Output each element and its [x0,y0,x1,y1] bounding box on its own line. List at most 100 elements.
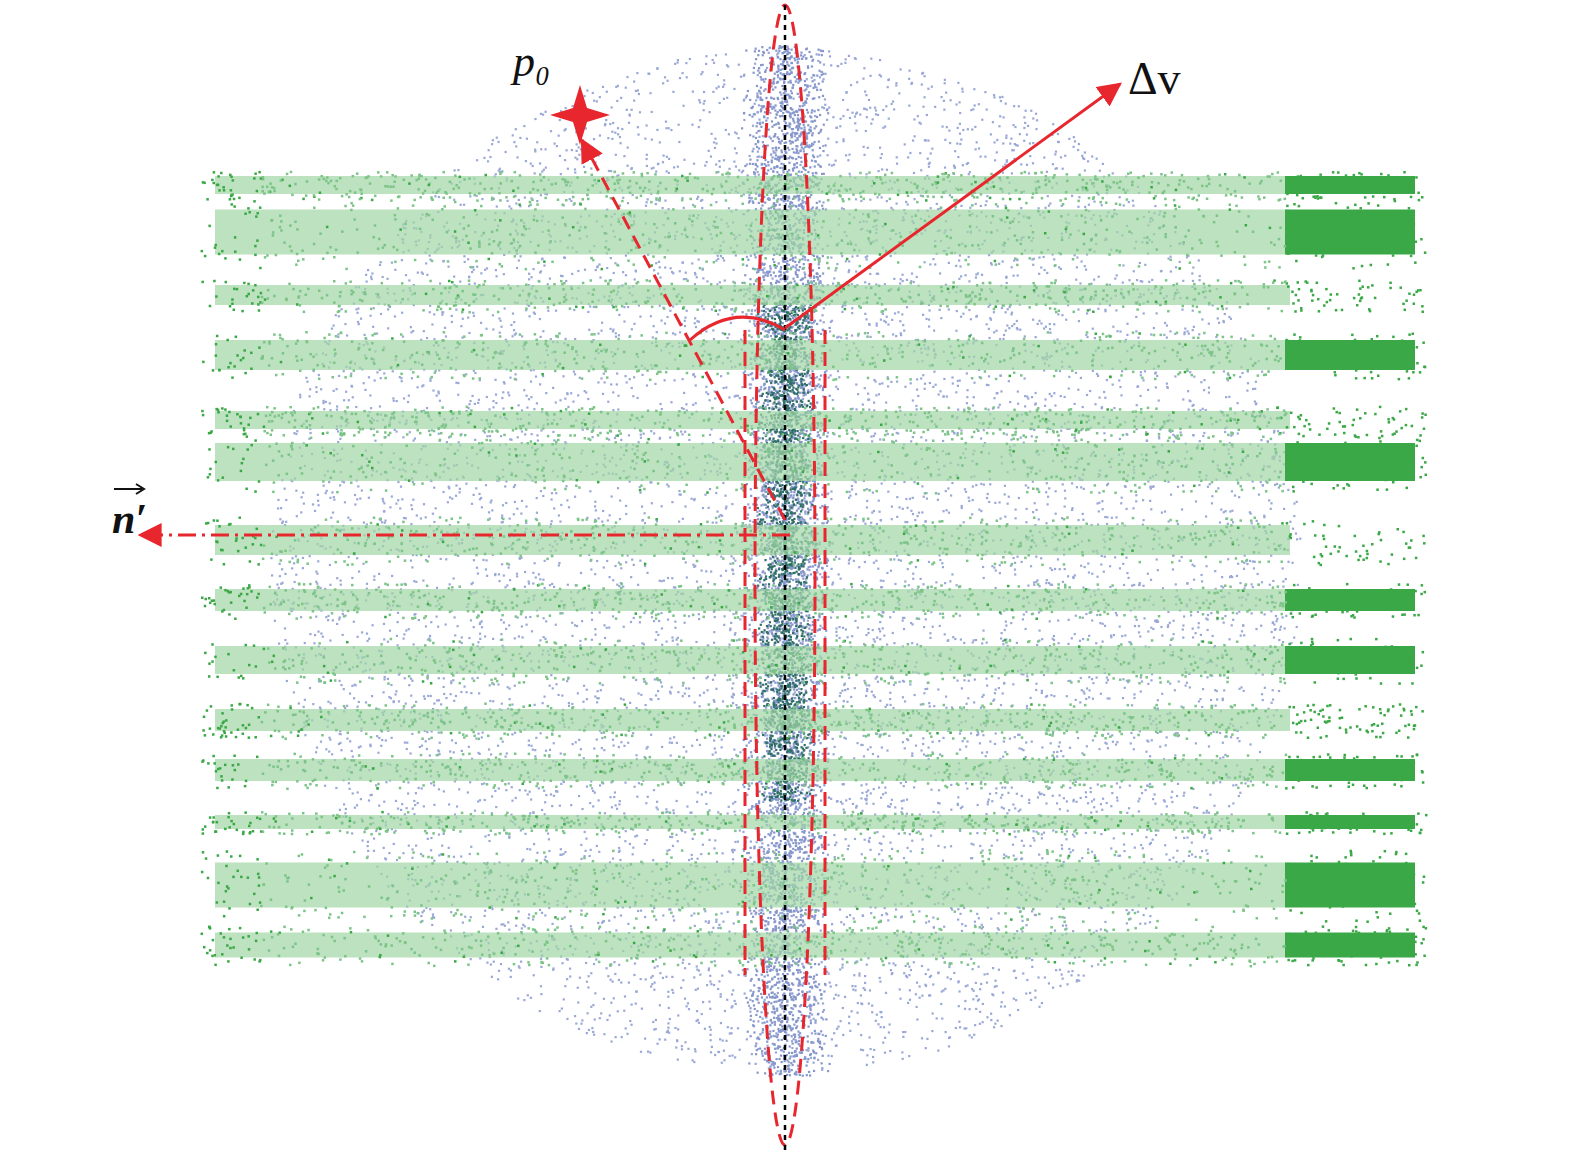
point [611,106,613,108]
point [939,753,941,755]
point [680,430,682,432]
point [1195,742,1197,744]
point [1059,568,1061,570]
point [977,804,979,806]
point [550,498,552,500]
point [1105,682,1107,684]
point [1224,510,1226,512]
point [387,327,389,329]
point [720,438,722,440]
point [457,382,459,384]
point [596,845,598,847]
point [495,393,497,395]
point [985,813,987,815]
point [453,577,455,579]
point [866,964,868,966]
point [1140,676,1142,678]
point [1261,693,1263,695]
point [895,440,897,442]
point [983,484,985,486]
point [851,312,853,314]
point [329,409,331,411]
point [1164,322,1166,324]
point [887,385,889,387]
point [410,678,412,680]
point [973,639,975,641]
point [580,148,582,150]
point [491,509,493,511]
point [1070,974,1072,976]
point [1145,836,1147,838]
point [1062,925,1064,927]
point [661,627,663,629]
point [639,111,641,113]
point [401,803,403,805]
point [503,273,505,275]
point [1005,137,1007,139]
point [611,131,613,133]
point [720,912,722,914]
point [936,203,938,205]
point [681,433,683,435]
point [756,156,758,158]
point [397,621,399,623]
point [1156,558,1158,560]
point [589,305,591,307]
point [932,1012,934,1014]
point [830,490,832,492]
point [641,1008,643,1010]
point [991,565,993,567]
point [713,847,715,849]
point [656,1043,658,1045]
point [656,520,658,522]
point [843,700,845,702]
point [998,677,1000,679]
point [765,308,767,310]
point [845,838,847,840]
point [1191,853,1193,855]
point [842,964,844,966]
point [666,80,668,82]
point [758,633,760,635]
point [1106,523,1108,525]
point [1270,508,1272,510]
point [971,128,973,130]
point [469,853,471,855]
point [1139,635,1141,637]
point [939,272,941,274]
point [973,396,975,398]
point [337,441,339,443]
point [948,308,950,310]
point [373,837,375,839]
point [623,745,625,747]
point [699,119,701,121]
point [750,616,752,618]
point [1004,516,1006,518]
point [851,334,853,336]
point [848,154,850,156]
point [866,795,868,797]
point [691,858,693,860]
point [957,919,959,921]
point [1167,611,1169,613]
point [1020,207,1022,209]
point [867,147,869,149]
point [944,79,946,81]
point [864,975,866,977]
point [450,929,452,931]
point [1234,494,1236,496]
point [338,375,340,377]
point [532,918,534,920]
point [590,1006,592,1008]
point [673,429,675,431]
point [560,783,562,785]
point [1283,483,1285,485]
point [851,112,853,114]
point [863,735,865,737]
point [1253,567,1255,569]
point [911,755,913,757]
point [957,380,959,382]
point [915,993,917,995]
point [1116,614,1118,616]
point [833,997,835,999]
